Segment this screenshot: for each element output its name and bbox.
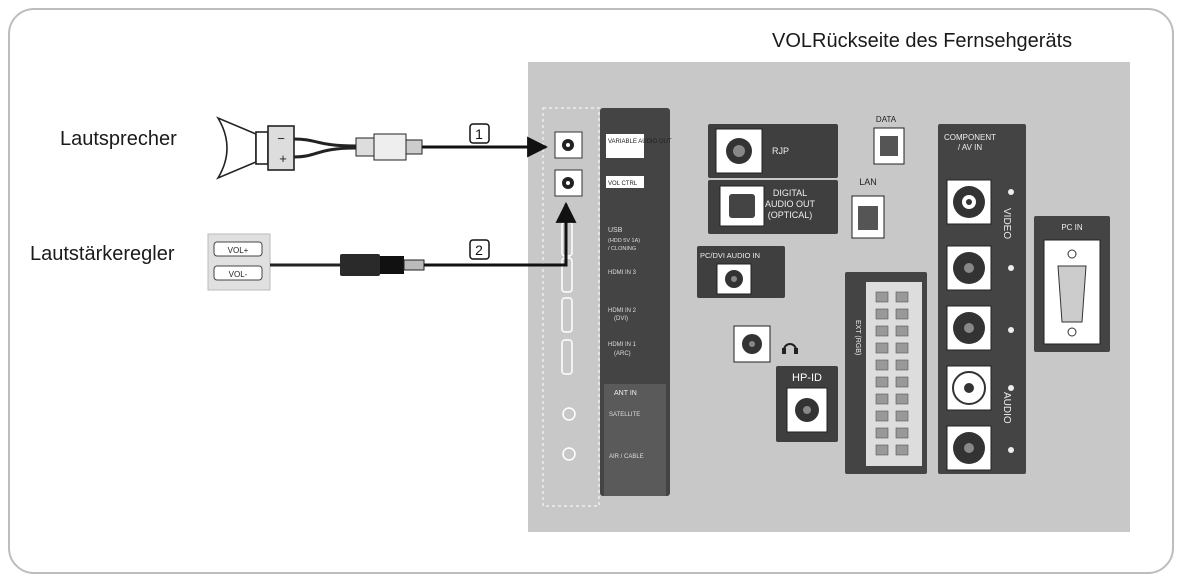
scart-pin xyxy=(895,444,909,456)
usb-sub2-label: / CLONING xyxy=(608,246,636,252)
volume-control-label: Lautstärkeregler xyxy=(30,243,175,265)
av-in-label: / AV IN xyxy=(958,143,983,152)
air-cable-label: AIR / CABLE xyxy=(609,454,644,460)
ant-in-label: ANT IN xyxy=(614,390,637,397)
lan-label: LAN xyxy=(859,177,877,187)
scart-pin xyxy=(895,427,909,439)
audio-out-label: AUDIO OUT xyxy=(765,199,816,209)
speaker-minus: − xyxy=(277,131,285,146)
digital-label: DIGITAL xyxy=(773,188,807,198)
vol-minus-label: VOL- xyxy=(229,270,248,279)
connection-arrow-2 xyxy=(424,201,577,267)
rca-plug xyxy=(355,133,423,161)
scart-pin xyxy=(895,325,909,337)
scart-pin xyxy=(875,308,889,320)
scart-pin xyxy=(875,444,889,456)
vol-plus-label: VOL+ xyxy=(228,246,249,255)
audio-label: AUDIO xyxy=(1001,392,1012,424)
scart-pin xyxy=(875,376,889,388)
headphone-port xyxy=(733,325,798,363)
side-connector-strip xyxy=(542,107,670,507)
ext-rgb-label: EXT (RGB) xyxy=(854,320,861,355)
speaker-icon: − + xyxy=(216,116,295,180)
component-jacks xyxy=(946,179,992,471)
scart-pin xyxy=(875,359,889,371)
pc-in-label: PC IN xyxy=(1061,223,1083,232)
hdmi1-label: HDMI IN 1 xyxy=(608,342,637,348)
component-av-in-port: COMPONENT / AV IN VIDEO AUDIO xyxy=(938,124,1026,474)
pc-dvi-audio-in-port: PC/DVI AUDIO IN xyxy=(697,246,785,298)
pc-dvi-audio-in-label: PC/DVI AUDIO IN xyxy=(700,251,760,260)
scart-pin xyxy=(875,410,889,422)
rjp-port: RJP xyxy=(708,124,838,178)
callout-2: 2 xyxy=(469,239,490,260)
hdmi1-arc-label: (ARC) xyxy=(614,351,631,357)
variable-audio-out-port xyxy=(554,131,583,159)
scart-pin xyxy=(895,308,909,320)
speaker-plus: + xyxy=(279,151,287,166)
hdmi2-dvi-label: (DVI) xyxy=(614,316,628,322)
scart-pin xyxy=(895,291,909,303)
hdmi2-label: HDMI IN 2 xyxy=(608,308,637,314)
lan-port: LAN xyxy=(851,177,885,239)
optical-label: (OPTICAL) xyxy=(768,210,813,220)
component-label: COMPONENT xyxy=(944,133,996,142)
speaker-label: Lautsprecher xyxy=(60,128,177,150)
variable-audio-out-label: VARIABLE AUDIO OUT xyxy=(608,139,672,145)
svg-text:1: 1 xyxy=(475,126,483,142)
diagram-title: VOLRückseite des Fernsehgeräts xyxy=(772,30,1073,52)
volume-control-device: VOL+ VOL- xyxy=(207,233,271,291)
video-label: VIDEO xyxy=(1001,208,1012,239)
scart-pin xyxy=(875,325,889,337)
jack-markers xyxy=(1008,189,1014,453)
data-label: DATA xyxy=(876,115,897,124)
vol-ctrl-port xyxy=(554,169,583,197)
hp-id-port: HP-ID xyxy=(776,366,838,442)
scart-pin xyxy=(895,342,909,354)
data-port: DATA xyxy=(873,115,905,165)
scart-pin xyxy=(895,376,909,388)
scart-pin xyxy=(875,427,889,439)
usb-sub1-label: (HDD 5V 1A) xyxy=(608,238,640,244)
svg-text:2: 2 xyxy=(475,242,483,258)
satellite-label: SATELLITE xyxy=(609,412,640,418)
callout-1: 1 xyxy=(469,123,490,144)
hdmi3-label: HDMI IN 3 xyxy=(608,270,637,276)
pc-in-port: PC IN xyxy=(1034,216,1110,352)
hp-id-label: HP-ID xyxy=(792,372,822,384)
scart-pin xyxy=(895,410,909,422)
speaker-wires xyxy=(293,137,357,159)
scart-pin xyxy=(875,291,889,303)
usb-label: USB xyxy=(608,227,623,234)
rjp-label: RJP xyxy=(772,146,789,156)
scart-pin xyxy=(875,342,889,354)
scart-pin xyxy=(895,359,909,371)
scart-pin xyxy=(875,393,889,405)
diagram-frame xyxy=(8,8,1174,574)
digital-audio-out-port: DIGITAL AUDIO OUT (OPTICAL) xyxy=(708,180,838,234)
scart-pin xyxy=(895,393,909,405)
mini-jack-plug xyxy=(340,254,425,276)
vol-ctrl-label: VOL CTRL xyxy=(608,181,638,187)
scart-port: EXT (RGB) xyxy=(845,272,927,474)
